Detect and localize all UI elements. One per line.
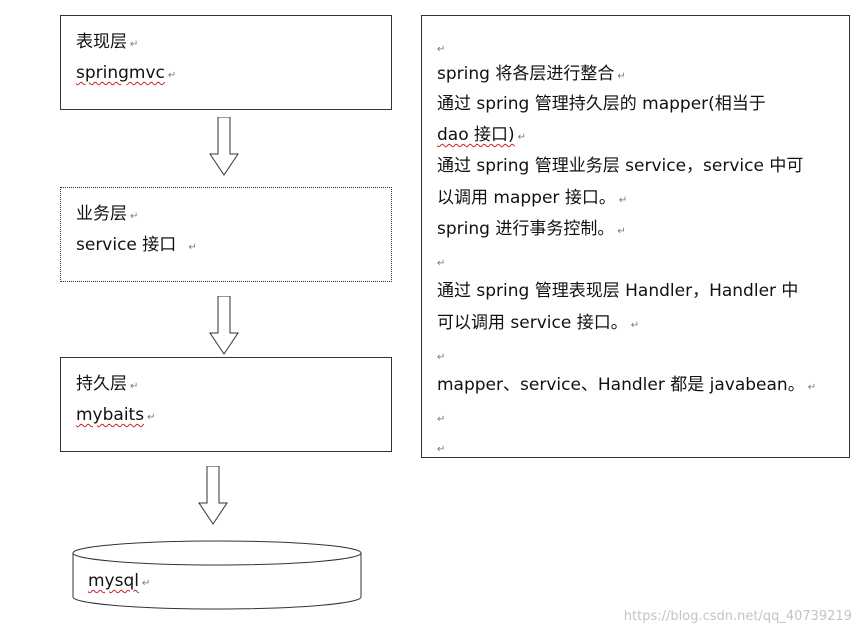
note-line-text: spring 进行事务控制。	[437, 219, 615, 239]
note-line-2: 通过 spring 管理持久层的 mapper(相当于	[437, 93, 766, 115]
paragraph-mark-icon: ↵	[437, 444, 446, 455]
note-line-text: mapper、service、Handler 都是 javabean。	[437, 375, 805, 395]
paragraph-mark-icon: ↵	[517, 132, 527, 143]
paragraph-mark-icon: ↵	[437, 44, 446, 55]
note-line-6: spring 进行事务控制。↵	[437, 218, 626, 243]
note-line-13: ↵	[437, 436, 445, 461]
presentation-layer-title: 表现层↵	[76, 32, 138, 55]
persistence-layer-subtitle: mybaits↵	[76, 404, 155, 429]
paragraph-mark-icon: ↵	[617, 226, 626, 237]
note-line-0: ↵	[437, 36, 445, 61]
note-line-12: ↵	[437, 406, 445, 431]
down-arrow-icon	[209, 117, 239, 176]
note-line-text: spring 将各层进行整合	[437, 64, 615, 84]
down-arrow-icon	[209, 296, 239, 355]
paragraph-mark-icon: ↵	[188, 242, 197, 253]
watermark: https://blog.csdn.net/qq_40739219	[623, 609, 852, 624]
paragraph-mark-icon: ↵	[130, 381, 139, 392]
paragraph-mark-icon: ↵	[617, 71, 626, 82]
service-layer-subtitle: service 接口 ↵	[76, 234, 197, 259]
paragraph-mark-icon: ↵	[618, 195, 628, 206]
note-line-7: ↵	[437, 250, 445, 275]
note-line-text: 通过 spring 管理持久层的 mapper(相当于	[437, 94, 766, 114]
paragraph-mark-icon: ↵	[142, 578, 151, 589]
paragraph-mark-icon: ↵	[130, 211, 139, 222]
database-cylinder-icon	[72, 540, 362, 610]
note-line-5: 以调用 mapper 接口。↵	[437, 187, 627, 212]
down-arrow-icon	[198, 466, 228, 525]
presentation-layer-subtitle-text: springmvc	[76, 63, 165, 83]
database-label-text: mysql	[88, 571, 139, 591]
note-line-4: 通过 spring 管理业务层 service，service 中可	[437, 155, 803, 177]
note-line-text: 通过 spring 管理业务层 service，service 中可	[437, 156, 804, 176]
persistence-layer-title: 持久层↵	[76, 374, 138, 397]
integration-notes-box: ↵ spring 将各层进行整合↵ 通过 spring 管理持久层的 mappe…	[421, 15, 850, 458]
note-line-1: spring 将各层进行整合↵	[437, 63, 626, 88]
persistence-layer-subtitle-text: mybaits	[76, 405, 145, 425]
note-line-text: 以调用 mapper 接口。	[437, 188, 616, 208]
persistence-layer-title-text: 持久层	[76, 374, 127, 394]
service-layer-box: 业务层↵ service 接口↵	[60, 187, 392, 282]
paragraph-mark-icon: ↵	[437, 258, 446, 269]
paragraph-mark-icon: ↵	[437, 414, 446, 425]
presentation-layer-title-text: 表现层	[76, 32, 127, 52]
note-line-10: ↵	[437, 344, 445, 369]
note-line-text: dao 接口)	[437, 125, 515, 145]
service-layer-subtitle-text: service 接口	[76, 235, 177, 255]
note-line-text: 可以调用 service 接口。	[437, 313, 628, 333]
paragraph-mark-icon: ↵	[807, 382, 817, 393]
note-line-11: mapper、service、Handler 都是 javabean。↵	[437, 374, 816, 399]
paragraph-mark-icon: ↵	[167, 70, 177, 81]
service-layer-title: 业务层↵	[76, 204, 138, 227]
paragraph-mark-icon: ↵	[437, 352, 446, 363]
paragraph-mark-icon: ↵	[630, 320, 640, 331]
database-label: mysql↵	[88, 570, 150, 595]
note-line-3: dao 接口)↵	[437, 124, 526, 149]
paragraph-mark-icon: ↵	[147, 412, 156, 423]
note-line-9: 可以调用 service 接口。↵	[437, 312, 639, 337]
paragraph-mark-icon: ↵	[130, 39, 139, 50]
note-line-text: 通过 spring 管理表现层 Handler，Handler 中	[437, 281, 799, 301]
service-layer-title-text: 业务层	[76, 204, 127, 224]
persistence-layer-box: 持久层↵ mybaits↵	[60, 357, 392, 452]
presentation-layer-box: 表现层↵ springmvc↵	[60, 15, 392, 110]
presentation-layer-subtitle: springmvc↵	[76, 62, 176, 87]
note-line-8: 通过 spring 管理表现层 Handler，Handler 中	[437, 280, 798, 302]
